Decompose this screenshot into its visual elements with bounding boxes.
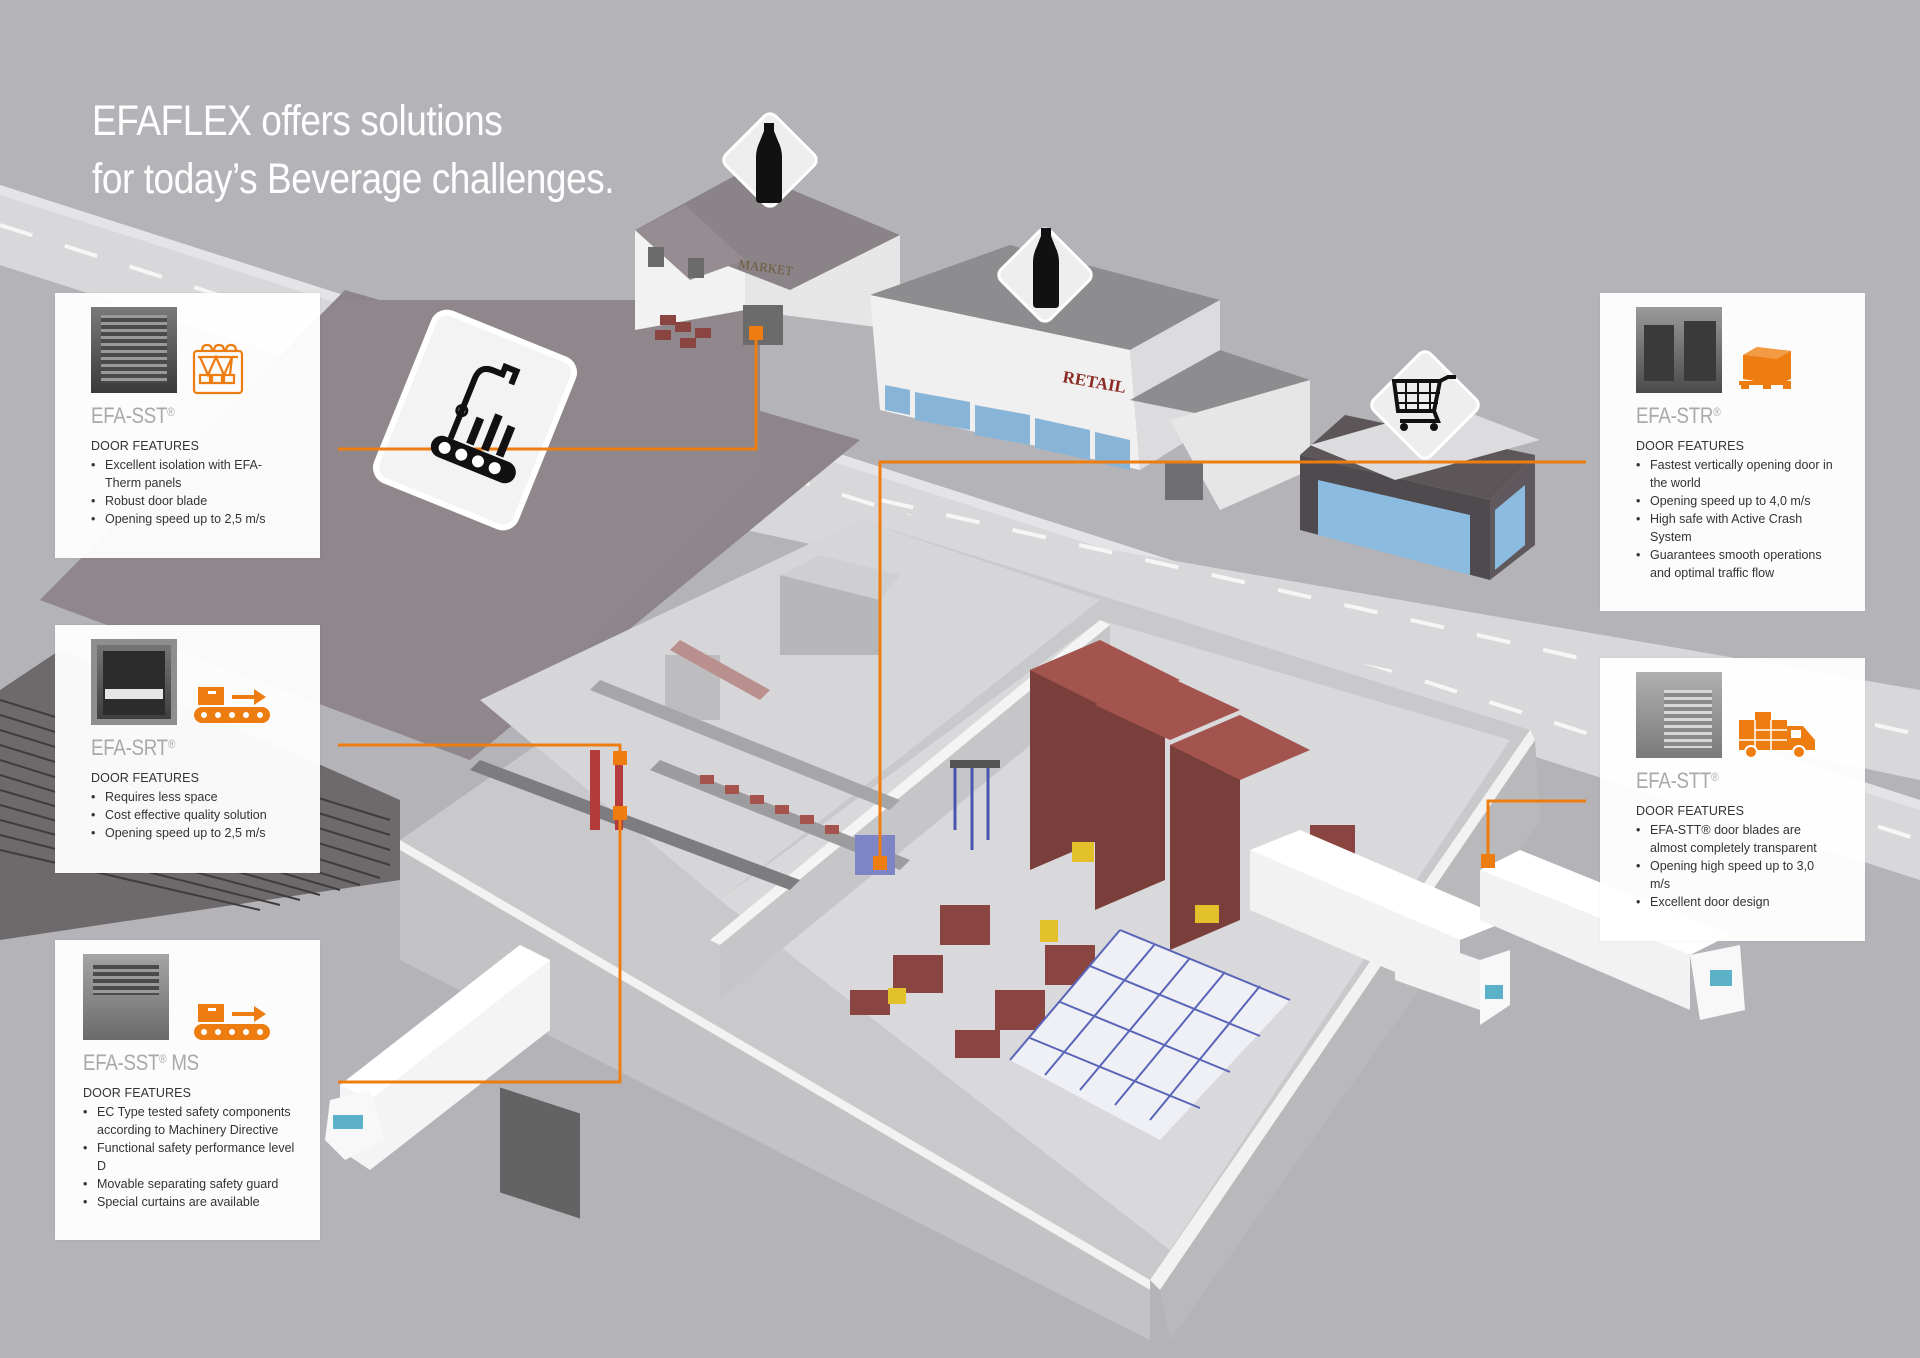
connector-sst	[338, 332, 758, 451]
features-list: EFA-STT® door blades are almost complete…	[1636, 821, 1836, 911]
bottling-conveyor-icon	[408, 334, 562, 505]
door-photo	[83, 954, 169, 1040]
connector-markers	[613, 326, 1495, 870]
features-heading: DOOR FEATURES	[91, 771, 200, 785]
feature-item: Movable separating safety guard	[83, 1175, 298, 1193]
model-name: EFA-STR®	[1636, 403, 1721, 428]
delivery-truck-icon	[1737, 710, 1819, 765]
market-building: MARKET	[635, 170, 900, 348]
feature-item: EC Type tested safety components accordi…	[83, 1103, 298, 1139]
feature-item: High safe with Active Crash System	[1636, 510, 1836, 546]
model-name: EFA-SST® MS	[83, 1050, 199, 1075]
door-photo	[91, 639, 177, 725]
features-heading: DOOR FEATURES	[83, 1086, 192, 1100]
features-heading: DOOR FEATURES	[91, 439, 200, 453]
connector-sst-ms	[338, 812, 622, 1084]
product-card-efa-str: EFA-STR® DOOR FEATURES Fastest verticall…	[1600, 293, 1865, 611]
features-list: Excellent isolation with EFA-Therm panel…	[91, 456, 281, 528]
features-list: EC Type tested safety components accordi…	[83, 1103, 298, 1211]
feature-item: Opening speed up to 2,5 m/s	[91, 824, 291, 842]
feature-item: Special curtains are available	[83, 1193, 298, 1211]
feature-item: Guarantees smooth operations and optimal…	[1636, 546, 1836, 582]
features-heading: DOOR FEATURES	[1636, 439, 1745, 453]
feature-item: Fastest vertically opening door in the w…	[1636, 456, 1836, 492]
door-frame-srt	[590, 750, 623, 830]
conveyor-box-icon	[192, 685, 272, 730]
flow-rack	[1009, 929, 1291, 1140]
feature-item: Robust door blade	[91, 492, 281, 510]
feature-item: Cost effective quality solution	[91, 806, 291, 824]
shop-building	[1300, 405, 1540, 580]
feature-item: Requires less space	[91, 788, 291, 806]
features-list: Requires less space Cost effective quali…	[91, 788, 291, 842]
product-card-efa-sst-ms: EFA-SST® MS DOOR FEATURES EC Type tested…	[55, 940, 320, 1240]
feature-item: Opening speed up to 4,0 m/s	[1636, 492, 1836, 510]
model-name: EFA-SST®	[91, 403, 175, 428]
bottle-icon	[752, 123, 786, 203]
strip-curtain	[855, 760, 1000, 875]
retail-building: RETAIL	[870, 245, 1310, 510]
product-card-efa-srt: EFA-SRT® DOOR FEATURES Requires less spa…	[55, 625, 320, 873]
feature-item: EFA-STT® door blades are almost complete…	[1636, 821, 1836, 857]
feature-item: Excellent isolation with EFA-Therm panel…	[91, 456, 281, 492]
connector-stt	[1486, 799, 1586, 860]
title-line-2: for today’s Beverage challenges.	[92, 155, 615, 203]
bottle-icon	[1029, 228, 1063, 308]
bottle-crate-icon	[192, 343, 244, 400]
connector-str	[878, 460, 1586, 862]
pallet-racks	[850, 640, 1355, 1058]
model-name: EFA-STT®	[1636, 768, 1719, 793]
product-card-efa-stt: EFA-STT® DOOR FEATURES EFA-STT® door bla…	[1600, 658, 1865, 941]
model-name: EFA-SRT®	[91, 735, 176, 760]
pallet-box-icon	[1737, 345, 1797, 396]
conveyor-box-icon	[192, 1002, 272, 1047]
feature-item: Opening speed up to 2,5 m/s	[91, 510, 281, 528]
door-photo	[91, 307, 177, 393]
product-card-efa-sst: EFA-SST® DOOR FEATURES Excellent isolati…	[55, 293, 320, 558]
feature-item: Functional safety performance level D	[83, 1139, 298, 1175]
features-heading: DOOR FEATURES	[1636, 804, 1745, 818]
production-line	[470, 555, 910, 890]
feature-item: Opening high speed up to 3,0 m/s	[1636, 857, 1836, 893]
forklifts	[888, 842, 1219, 1004]
title-line-1: EFAFLEX offers solutions	[92, 97, 503, 145]
door-photo	[1636, 307, 1722, 393]
door-photo	[1636, 672, 1722, 758]
feature-item: Excellent door design	[1636, 893, 1836, 911]
shopping-cart-icon	[1390, 375, 1460, 435]
features-list: Fastest vertically opening door in the w…	[1636, 456, 1836, 582]
page-title: EFAFLEX offers solutions for today’s Bev…	[92, 92, 615, 208]
